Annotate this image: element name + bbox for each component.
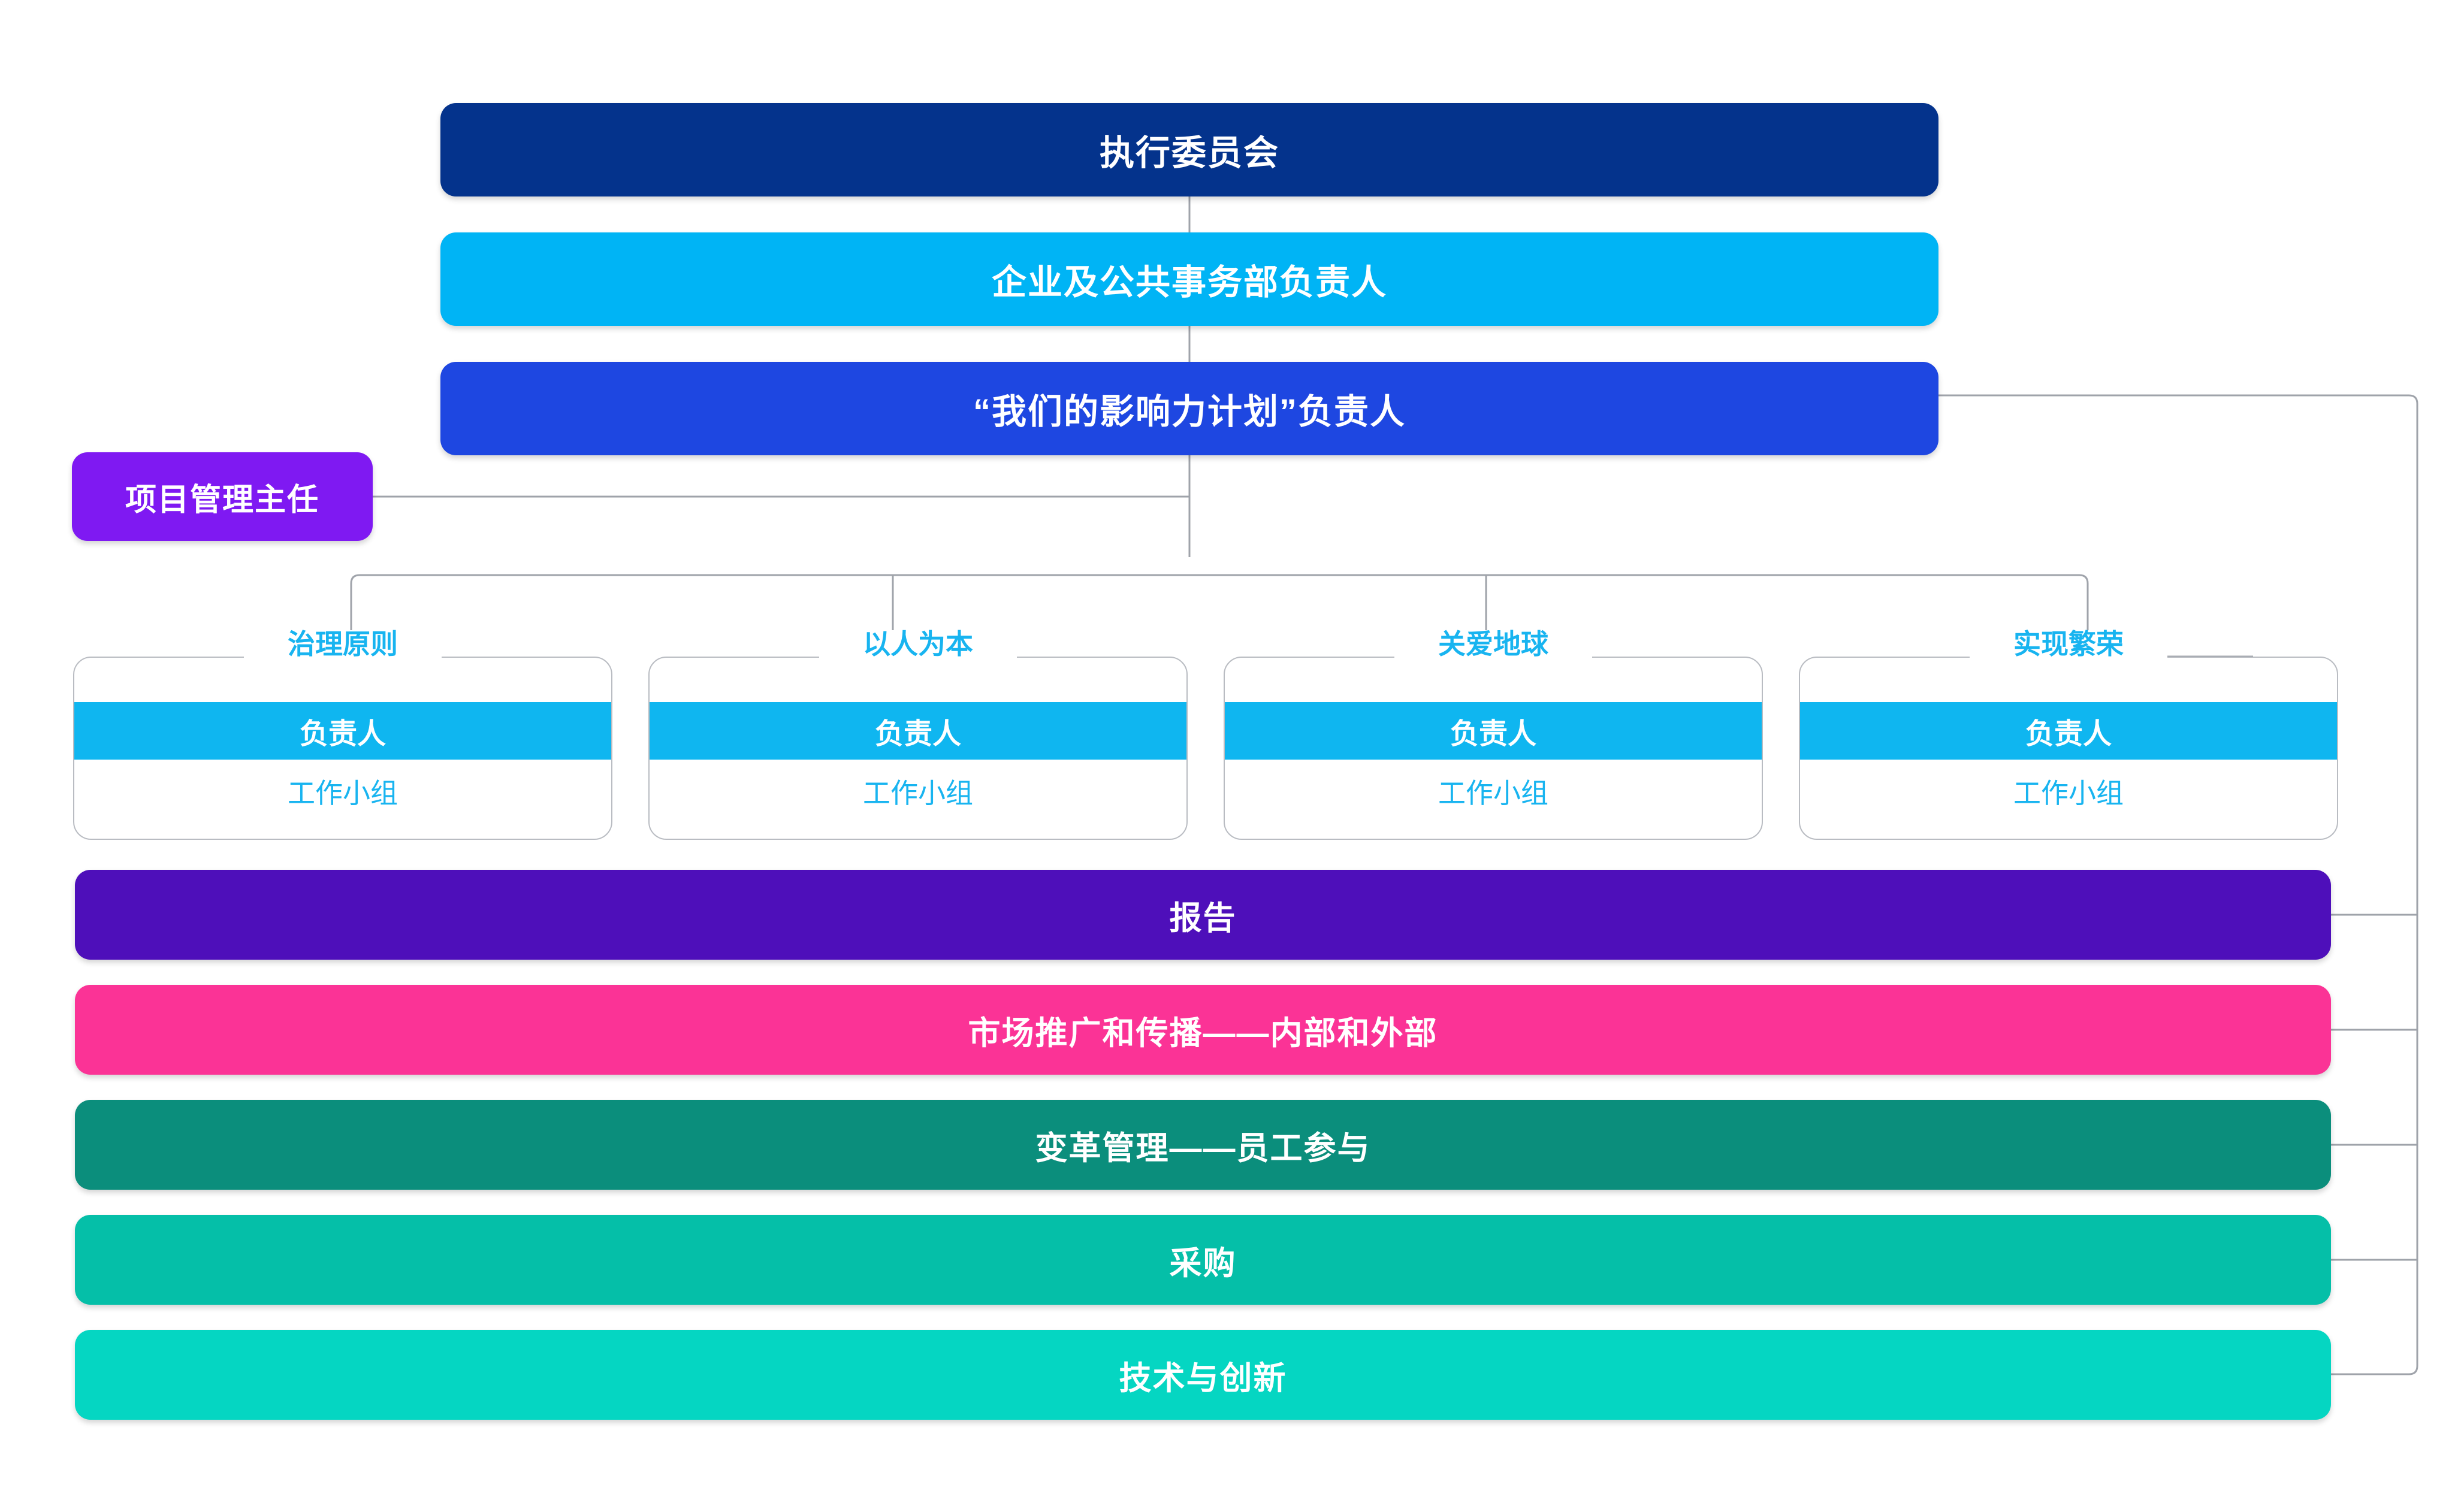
- node-label: 报告: [1169, 900, 1237, 936]
- node-label: 变革管理——员工参与: [1035, 1130, 1371, 1166]
- pillar-title: 治理原则: [279, 630, 406, 658]
- pillar-workgroup: 工作小组: [2013, 778, 2124, 809]
- node-enabler-technology[interactable]: 技术与创新: [75, 1330, 2331, 1420]
- node-pmo-director[interactable]: 项目管理主任: [72, 452, 373, 541]
- pillar-workgroup: 工作小组: [1438, 778, 1548, 809]
- node-label: 市场推广和传播——内部和外部: [968, 1015, 1438, 1051]
- node-label: “我们的影响力计划”负责人: [973, 392, 1406, 431]
- pillar-governance[interactable]: 治理原则 负责人 工作小组: [73, 630, 612, 840]
- node-label: 技术与创新: [1119, 1360, 1287, 1396]
- pillar-prosperity[interactable]: 实现繁荣 负责人 工作小组: [1799, 630, 2338, 840]
- pillar-title: 实现繁荣: [2005, 630, 2132, 658]
- node-corp-public-affairs-head[interactable]: 企业及公共事务部负责人: [440, 232, 1938, 326]
- pillar-title: 关爱地球: [1430, 630, 1557, 658]
- pillar-title: 以人为本: [854, 630, 982, 658]
- node-exec-committee[interactable]: 执行委员会: [440, 103, 1938, 196]
- node-enabler-reporting[interactable]: 报告: [75, 870, 2331, 960]
- node-label: 项目管理主任: [125, 482, 319, 518]
- pillar-workgroup: 工作小组: [288, 778, 398, 809]
- node-label: 采购: [1169, 1245, 1237, 1281]
- node-label: 执行委员会: [1099, 134, 1279, 173]
- node-impact-plan-head[interactable]: “我们的影响力计划”负责人: [440, 362, 1938, 455]
- pillar-group: 治理原则 负责人 工作小组 以人为本 负责人 工作小组 关爱地球 负责人 工作小…: [0, 630, 2464, 840]
- pillar-owner-band: 负责人: [650, 702, 1186, 760]
- node-enabler-marketing[interactable]: 市场推广和传播——内部和外部: [75, 985, 2331, 1075]
- node-enabler-change[interactable]: 变革管理——员工参与: [75, 1100, 2331, 1190]
- pillar-planet[interactable]: 关爱地球 负责人 工作小组: [1224, 630, 1763, 840]
- pillar-owner-band: 负责人: [1225, 702, 1762, 760]
- pillar-workgroup: 工作小组: [863, 778, 973, 809]
- node-enabler-procurement[interactable]: 采购: [75, 1215, 2331, 1305]
- node-label: 企业及公共事务部负责人: [991, 263, 1387, 302]
- pillar-owner-band: 负责人: [74, 702, 611, 760]
- pillar-owner-band: 负责人: [1800, 702, 2337, 760]
- pillar-people[interactable]: 以人为本 负责人 工作小组: [648, 630, 1188, 840]
